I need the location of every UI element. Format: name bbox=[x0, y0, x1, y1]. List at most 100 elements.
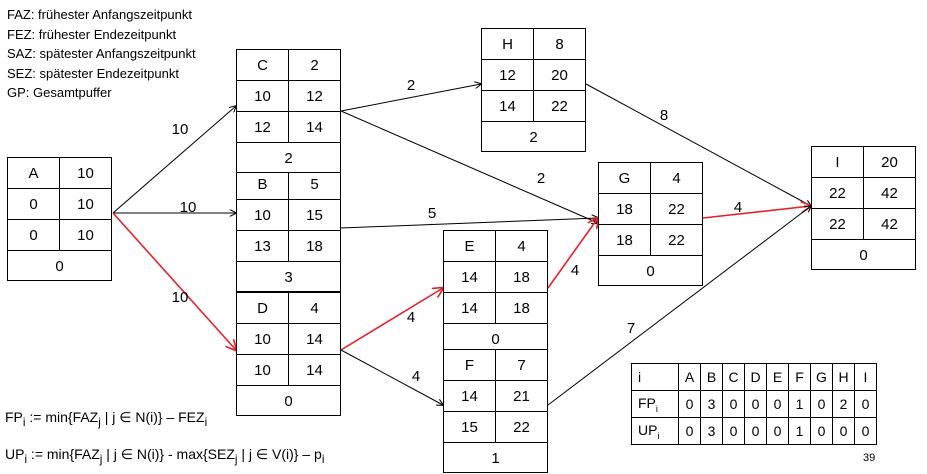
buffer-table-cell: 0 bbox=[854, 417, 877, 445]
node-e-saz: 14 bbox=[444, 293, 496, 323]
buffer-table-cell: 1 bbox=[788, 390, 811, 418]
edge-b-g bbox=[340, 218, 598, 229]
node-row: 14 18 bbox=[444, 293, 547, 324]
buffer-label-sub: i bbox=[655, 403, 658, 414]
node-f-saz: 15 bbox=[444, 412, 496, 442]
node-e-name: E bbox=[444, 231, 496, 261]
node-g-saz: 18 bbox=[599, 225, 651, 255]
node-e-sez: 18 bbox=[513, 299, 530, 317]
node-row: 14 18 bbox=[444, 262, 547, 293]
edge-label-a-b: 10 bbox=[180, 199, 197, 216]
edge-label-f-i: 7 bbox=[627, 320, 635, 337]
formula-up-term2-sub: j bbox=[234, 452, 238, 466]
node-row: 0 bbox=[237, 386, 340, 417]
buffer-table-header-cell: i bbox=[631, 363, 679, 391]
node-f-name: F bbox=[444, 350, 496, 380]
formula-up-term2: | j ∈ N(i)} - max{SEZ bbox=[102, 446, 235, 462]
buffer-label-text: UP bbox=[638, 421, 658, 438]
edge-label-a-c: 10 bbox=[172, 121, 189, 138]
buffer-table-cell: 0 bbox=[810, 390, 833, 418]
node-f-faz: 14 bbox=[444, 381, 496, 411]
buffer-table-row-label: FPi bbox=[631, 390, 679, 418]
edge-label-e-g: 4 bbox=[571, 262, 579, 279]
node-f-sez: 22 bbox=[513, 418, 530, 436]
formula-fp-lhs: FP bbox=[5, 409, 23, 425]
node-a-saz: 0 bbox=[8, 220, 60, 250]
node-a-gp: 0 bbox=[55, 258, 64, 275]
node-row: 0 bbox=[599, 256, 702, 287]
formula-fp-lhs-sub: i bbox=[22, 415, 26, 429]
buffer-table-header-cell: H bbox=[832, 363, 855, 391]
buffer-label-text: FP bbox=[638, 394, 656, 411]
buffer-table-header-cell: B bbox=[700, 363, 723, 391]
node-e-fez: 18 bbox=[513, 268, 530, 286]
node-h-name: H bbox=[482, 29, 534, 59]
node-f-duration: 7 bbox=[517, 356, 526, 374]
node-i-faz: 22 bbox=[812, 178, 864, 208]
edge-c-h bbox=[340, 84, 481, 112]
node-i-duration: 20 bbox=[881, 153, 898, 171]
buffer-table-cell: 0 bbox=[766, 417, 789, 445]
formula-up-lhs-sub: i bbox=[24, 452, 28, 466]
formula-up-lhs: UP bbox=[5, 446, 25, 462]
formula-up-term1: := min{FAZ bbox=[27, 446, 100, 462]
edge-c-g bbox=[340, 110, 598, 223]
node-d-duration: 4 bbox=[310, 299, 319, 317]
node-c-duration: 2 bbox=[310, 56, 319, 74]
node-row: 0 bbox=[8, 251, 111, 282]
buffer-table-cell: 0 bbox=[722, 417, 745, 445]
node-b-gp: 3 bbox=[284, 269, 293, 286]
formula-fp-term1-sub: j bbox=[98, 415, 101, 429]
edge-e-g bbox=[547, 218, 598, 289]
node-i-saz: 22 bbox=[812, 209, 864, 239]
buffer-label-sub: i bbox=[657, 430, 660, 441]
buffer-table-cell: 0 bbox=[744, 390, 767, 418]
node-e-faz: 14 bbox=[444, 262, 496, 292]
node-f-fez: 21 bbox=[513, 387, 530, 405]
node-d-fez: 14 bbox=[306, 330, 323, 348]
legend-faz: FAZ: frühester Anfangszeitpunkt bbox=[7, 7, 192, 22]
formula-fp-term2: | j ∈ N(i)} – FEZ bbox=[100, 409, 205, 425]
edge-label-c-g: 2 bbox=[537, 170, 545, 187]
node-row: 0 bbox=[812, 240, 915, 271]
formula-free-buffer: FPi := min{FAZj | j ∈ N(i)} – FEZi bbox=[5, 409, 207, 429]
edge-a-c bbox=[112, 106, 236, 214]
node-e-gp: 0 bbox=[491, 331, 500, 348]
buffer-table-cell: 0 bbox=[678, 390, 701, 418]
node-b-saz: 13 bbox=[237, 231, 289, 261]
node-g-sez: 22 bbox=[668, 231, 685, 249]
node-d-name: D bbox=[237, 293, 289, 323]
buffer-table-cell: 2 bbox=[832, 390, 855, 418]
node-h-faz: 12 bbox=[482, 60, 534, 90]
node-a-faz: 0 bbox=[8, 189, 60, 219]
formula-up-term3-sub: i bbox=[321, 452, 325, 466]
buffer-table-cell: 3 bbox=[700, 390, 723, 418]
node-b-fez: 15 bbox=[306, 206, 323, 224]
